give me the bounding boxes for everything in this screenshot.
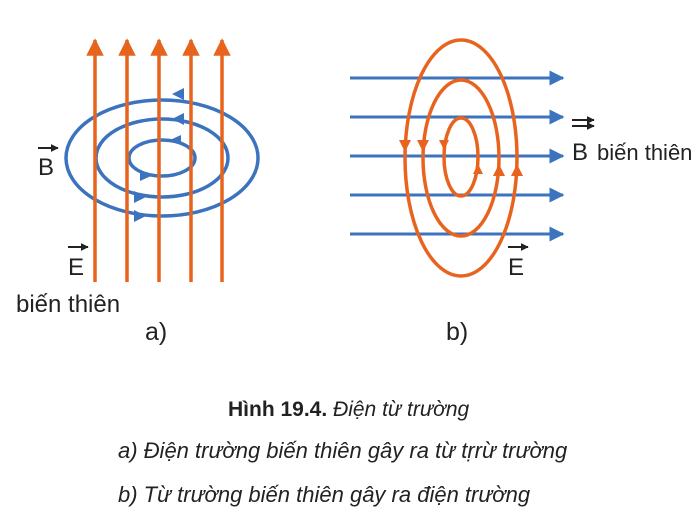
electric-loop-inner	[442, 116, 480, 198]
varying-label-b: biến thiên	[597, 140, 692, 165]
field-b-label-a: B	[38, 154, 54, 181]
magnetic-loop-middle	[94, 117, 230, 199]
magnetic-loop-outer	[64, 98, 260, 218]
magnetic-loop-inner	[127, 138, 197, 178]
figure-title: Điện từ trường	[333, 398, 470, 421]
electric-loop-middle	[421, 78, 501, 238]
loop-arrow-inner-top	[170, 135, 181, 145]
electric-field-loops-b	[403, 38, 519, 278]
field-b-label-b: B	[572, 139, 588, 166]
panel-label-a: a)	[145, 318, 167, 346]
figure-number: Hình 19.4.	[228, 398, 328, 421]
panel-label-b: b)	[446, 318, 468, 346]
caption-line-a: a) Điện trường biến thiên gây ra từ tṛrừ…	[118, 438, 568, 463]
caption-line-b: b) Từ trường biến thiên gây ra điện trườ…	[118, 482, 531, 507]
electric-loop-arrows-b	[399, 140, 523, 176]
magnetic-field-loops-a	[64, 98, 260, 218]
loop-arrow-outer-top	[172, 88, 184, 100]
field-e-label-a: E	[68, 254, 84, 281]
loop-arrow-outer-bottom	[134, 210, 146, 222]
loop-arrow-middle-left	[417, 140, 429, 152]
field-e-label-b: E	[508, 254, 524, 281]
magnetic-field-lines-b	[350, 70, 565, 242]
loop-arrow-middle-bottom	[134, 191, 146, 203]
loop-arrow-inner-left	[439, 140, 449, 150]
electric-field-lines-a	[86, 38, 231, 282]
loop-arrow-inner-right	[473, 164, 483, 174]
figure-caption-title: Hình 19.4. Điện từ trường	[228, 398, 469, 422]
loop-arrow-middle-top	[172, 113, 184, 125]
panel-b: B biến thiên E b)	[350, 38, 692, 346]
varying-label-a: biến thiên	[16, 291, 120, 318]
loop-arrow-outer-right	[511, 164, 523, 176]
loop-arrow-middle-right	[493, 164, 505, 176]
loop-arrow-outer-left	[399, 140, 411, 152]
loop-arrow-inner-bottom	[140, 171, 151, 181]
electric-loop-outer	[403, 38, 519, 278]
panel-a: B E biến thiên a)	[16, 38, 260, 346]
magnetic-loop-arrows-a	[134, 88, 184, 222]
